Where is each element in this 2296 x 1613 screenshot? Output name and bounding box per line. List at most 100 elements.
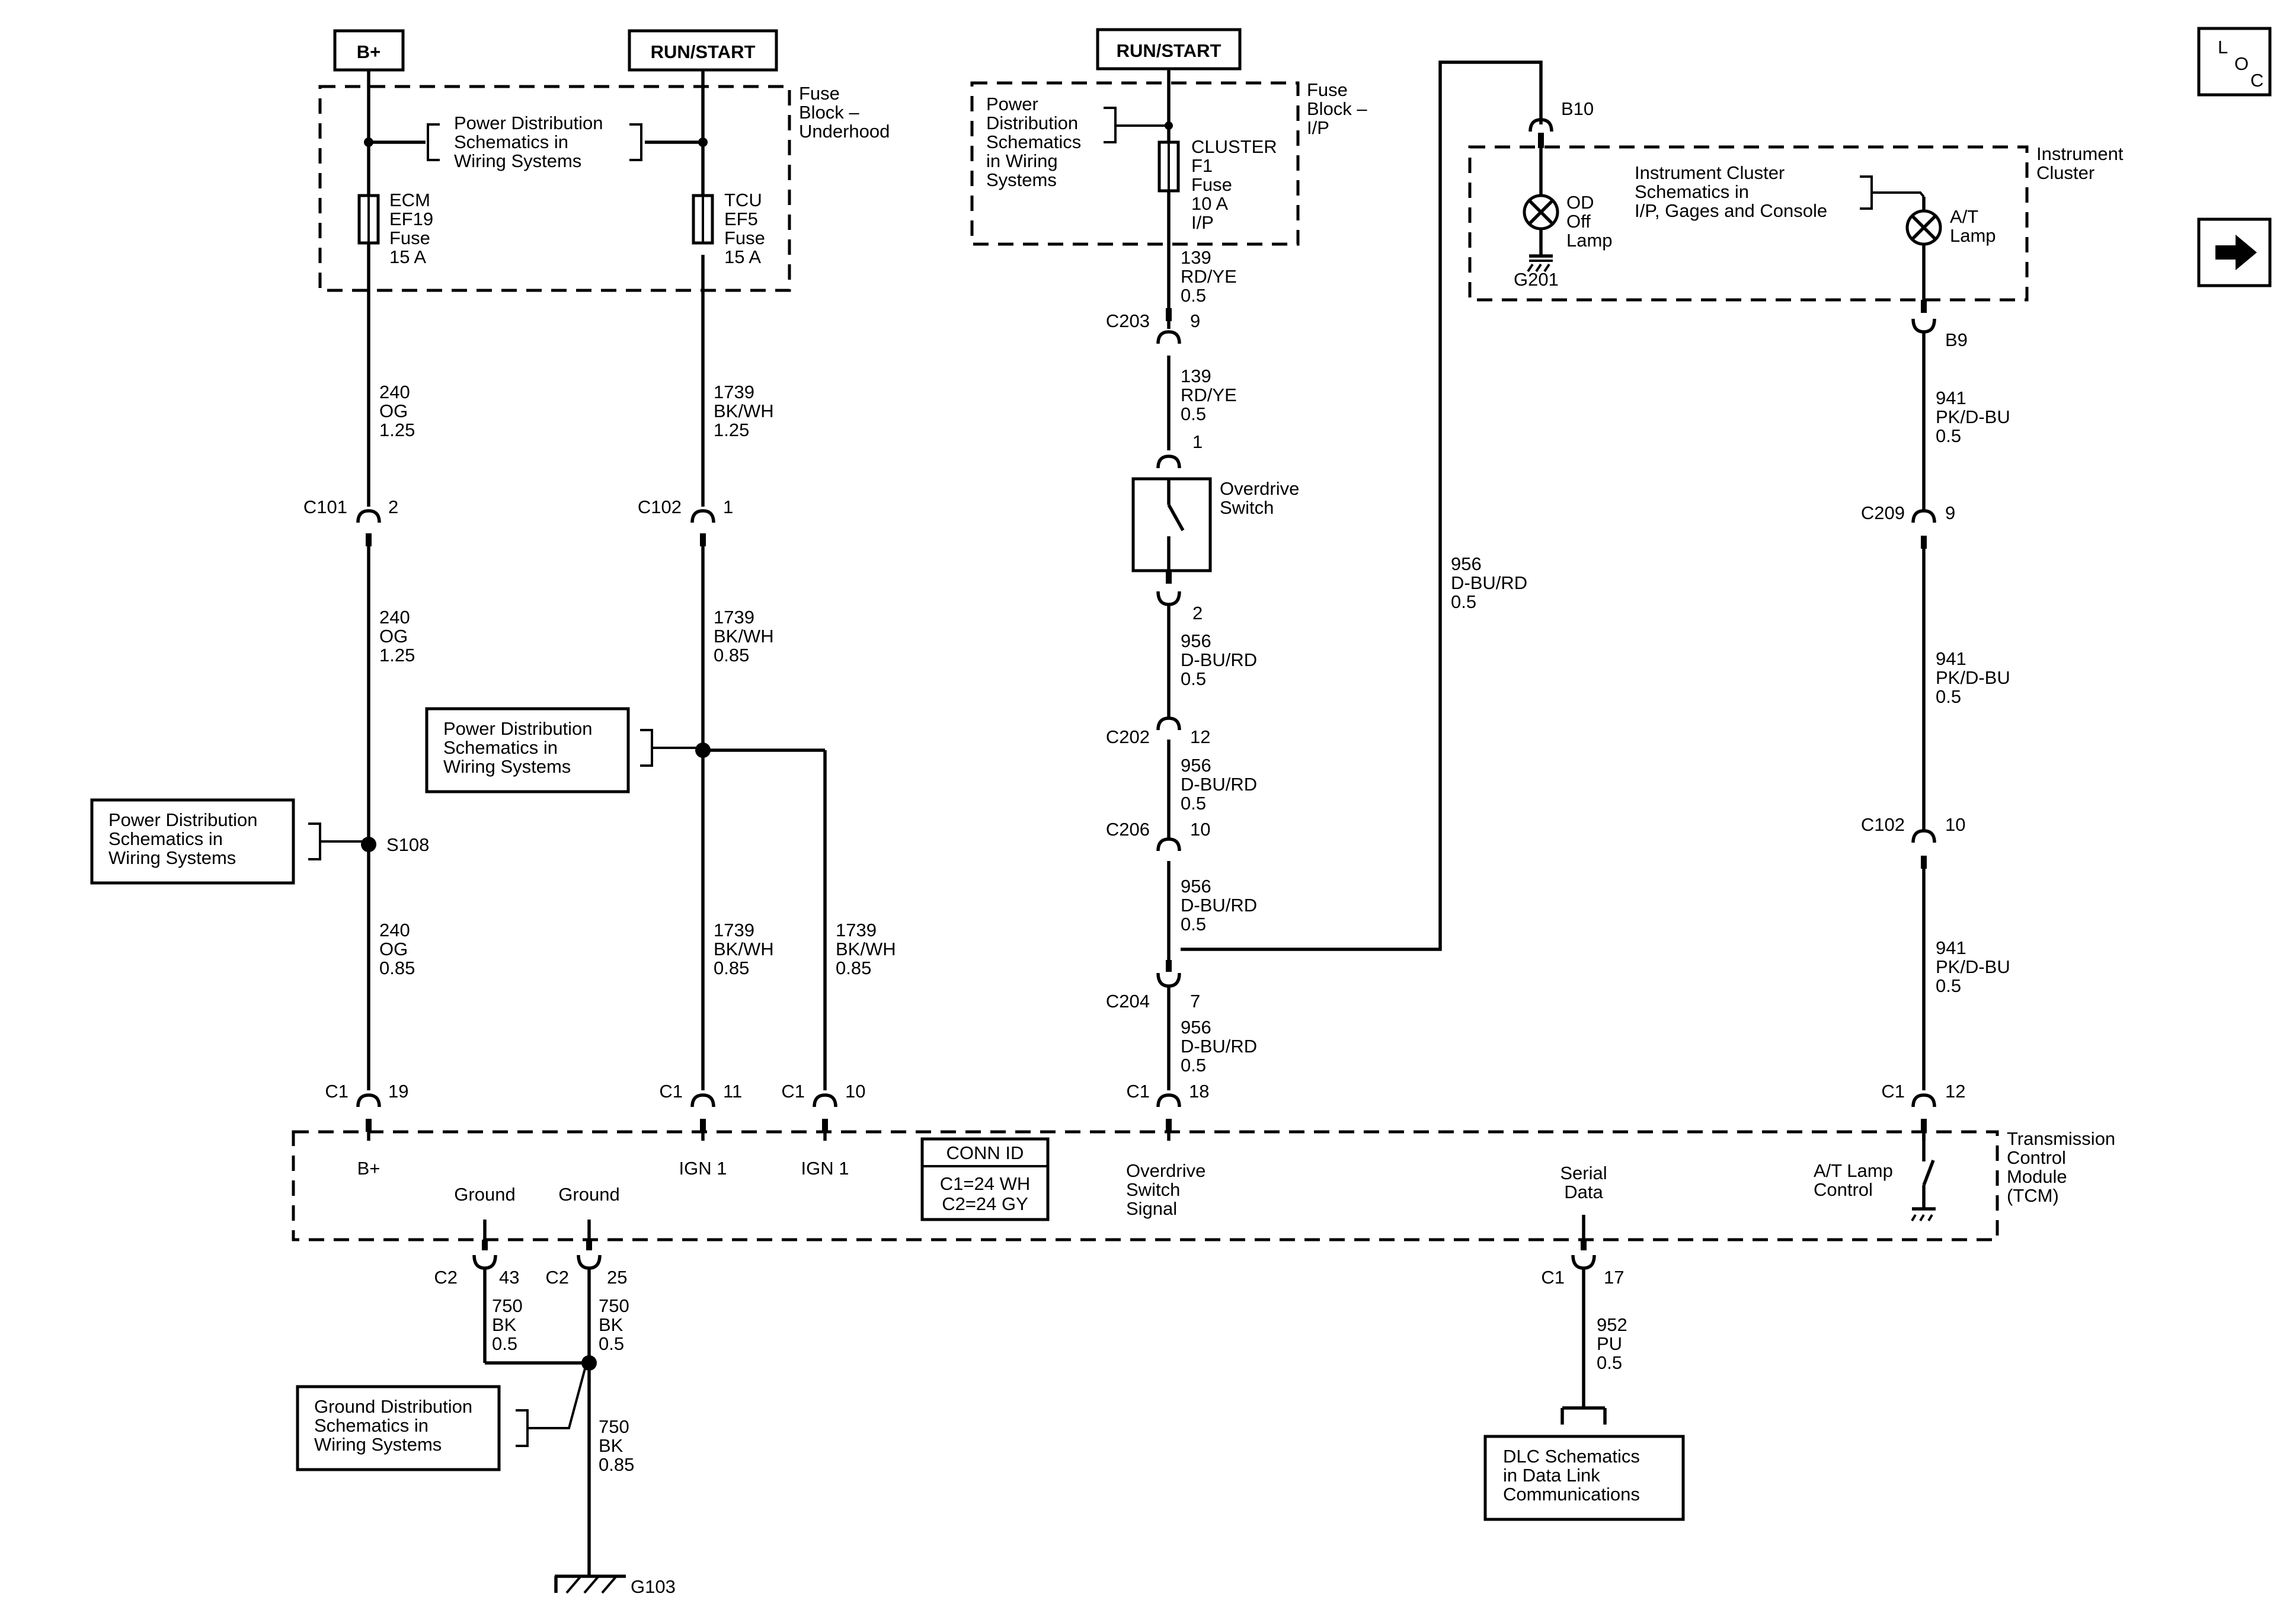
wire-750 xyxy=(483,1220,591,1576)
ref-text: Wiring Systems xyxy=(454,151,581,171)
svg-text:12: 12 xyxy=(1945,1081,1965,1102)
svg-text:in Data Link: in Data Link xyxy=(1503,1465,1600,1486)
tcm-c1-connectors: C1 19 C1 11 C1 10 C1 18 C1 12 xyxy=(325,1081,1965,1132)
svg-text:Overdrive: Overdrive xyxy=(1126,1160,1205,1181)
svg-text:0.85: 0.85 xyxy=(599,1454,634,1475)
svg-text:C1: C1 xyxy=(781,1081,805,1102)
svg-text:19: 19 xyxy=(388,1081,408,1102)
svg-text:C2=24 GY: C2=24 GY xyxy=(942,1193,1028,1214)
svg-text:0.5: 0.5 xyxy=(1597,1352,1622,1373)
connector-female-icon xyxy=(577,1254,602,1270)
svg-text:1.25: 1.25 xyxy=(379,645,415,665)
svg-text:RD/YE: RD/YE xyxy=(1181,385,1237,405)
svg-text:D-BU/RD: D-BU/RD xyxy=(1181,774,1257,795)
svg-text:7: 7 xyxy=(1190,991,1200,1012)
connector-b10: B10 xyxy=(1528,98,1594,148)
svg-text:C206: C206 xyxy=(1106,819,1150,840)
pin-ign1: IGN 1 xyxy=(679,1158,727,1179)
svg-text:43: 43 xyxy=(499,1267,519,1288)
connector-c203: C203 9 xyxy=(1106,308,1200,344)
fuse-label: TCU xyxy=(724,190,762,210)
svg-text:139: 139 xyxy=(1181,366,1211,386)
wire-label-240b: 240 OG 1.25 xyxy=(379,607,415,665)
svg-text:25: 25 xyxy=(607,1267,627,1288)
svg-text:Overdrive: Overdrive xyxy=(1220,478,1299,499)
svg-text:240: 240 xyxy=(379,607,410,628)
svg-text:C102: C102 xyxy=(1861,814,1905,835)
connector-female-icon xyxy=(1911,318,1936,334)
svg-text:956: 956 xyxy=(1181,631,1211,651)
svg-text:A/T: A/T xyxy=(1950,206,1978,227)
wire-label-956e: 956 D-BU/RD 0.5 xyxy=(1451,553,1527,612)
svg-text:2: 2 xyxy=(388,497,398,517)
switch-contact-icon xyxy=(1167,504,1185,532)
run-start-source-1: RUN/START xyxy=(628,29,778,72)
connector-female-icon xyxy=(472,1254,497,1270)
svg-text:D-BU/RD: D-BU/RD xyxy=(1451,572,1527,593)
svg-text:9: 9 xyxy=(1945,503,1955,523)
loc-letter-o: O xyxy=(2234,53,2249,74)
svg-text:0.5: 0.5 xyxy=(1181,793,1206,814)
svg-text:Transmission: Transmission xyxy=(2007,1128,2115,1149)
wire-956-branch xyxy=(1181,60,1543,951)
svg-text:Serial: Serial xyxy=(1560,1163,1607,1183)
connector-c2-43: C2 43 xyxy=(434,1240,519,1288)
svg-text:F1: F1 xyxy=(1191,155,1213,176)
svg-text:Schematics in: Schematics in xyxy=(443,737,558,758)
svg-text:1.25: 1.25 xyxy=(379,420,415,440)
svg-text:240: 240 xyxy=(379,920,410,940)
c1-pin-19: C1 19 xyxy=(325,1081,408,1132)
svg-text:17: 17 xyxy=(1604,1267,1624,1288)
svg-text:1739: 1739 xyxy=(714,920,754,940)
svg-text:0.5: 0.5 xyxy=(1181,668,1206,689)
connector-female-icon xyxy=(1911,509,1936,523)
svg-text:BK/WH: BK/WH xyxy=(714,939,774,959)
svg-text:C1: C1 xyxy=(1881,1081,1905,1102)
wire-label-941b: 941 PK/D-BU 0.5 xyxy=(1936,648,2010,707)
ground-ref: Ground Distribution Schematics in Wiring… xyxy=(296,1366,587,1471)
svg-text:B10: B10 xyxy=(1561,98,1594,119)
svg-text:B9: B9 xyxy=(1945,329,1968,350)
svg-text:1739: 1739 xyxy=(714,607,754,628)
c1-pin-11: C1 11 xyxy=(659,1081,742,1132)
svg-text:941: 941 xyxy=(1936,648,1966,669)
pd-ref-fuseblock: Power Distribution Schematics in Wiring … xyxy=(426,111,645,172)
cluster-fuse: CLUSTER F1 Fuse 10 A I/P xyxy=(1157,136,1277,233)
svg-text:D-BU/RD: D-BU/RD xyxy=(1181,895,1257,916)
svg-text:Power Distribution: Power Distribution xyxy=(108,809,258,830)
wire-label-956b: 956 D-BU/RD 0.5 xyxy=(1181,755,1257,814)
svg-text:Wiring Systems: Wiring Systems xyxy=(314,1434,442,1455)
wire-label-750c: 750 BK 0.85 xyxy=(599,1416,634,1475)
pd-ref-ip: Power Distribution Schematics in Wiring … xyxy=(978,89,1169,196)
fuse-label: ECM xyxy=(389,190,430,210)
svg-text:Ground: Ground xyxy=(558,1184,619,1205)
fuse-label: Fuse xyxy=(389,228,430,248)
svg-text:(TCM): (TCM) xyxy=(2007,1185,2059,1206)
fuse-label: EF19 xyxy=(389,209,433,229)
connector-female-icon xyxy=(356,509,381,523)
loc-button[interactable]: L O C xyxy=(2197,27,2272,97)
run-start-source-2: RUN/START xyxy=(1096,28,1242,71)
svg-text:Module: Module xyxy=(2007,1166,2067,1187)
svg-text:D-BU/RD: D-BU/RD xyxy=(1181,1036,1257,1057)
svg-text:1.25: 1.25 xyxy=(714,420,749,440)
svg-text:0.85: 0.85 xyxy=(714,645,749,665)
connector-female-icon xyxy=(1571,1254,1596,1270)
svg-text:139: 139 xyxy=(1181,247,1211,268)
svg-text:0.5: 0.5 xyxy=(1181,914,1206,934)
wire-label-1739d: 1739 BK/WH 0.85 xyxy=(836,920,896,978)
loc-letter-c: C xyxy=(2250,70,2263,91)
pin-ign1: IGN 1 xyxy=(801,1158,849,1179)
next-page-button[interactable] xyxy=(2197,217,2272,287)
svg-text:CONN ID: CONN ID xyxy=(946,1142,1024,1163)
connector-female-icon xyxy=(1156,716,1181,731)
svg-text:Signal: Signal xyxy=(1126,1198,1177,1219)
svg-text:OD: OD xyxy=(1566,192,1594,213)
loc-letter-l: L xyxy=(2218,37,2228,57)
ref-text: Schematics in xyxy=(454,132,568,152)
wire-952 xyxy=(1560,1215,1607,1425)
svg-text:I/P, Gages and Console: I/P, Gages and Console xyxy=(1635,200,1827,221)
overdrive-switch: 1 Overdrive Switch 2 xyxy=(1131,431,1299,623)
fuse-label: 15 A xyxy=(389,247,426,267)
